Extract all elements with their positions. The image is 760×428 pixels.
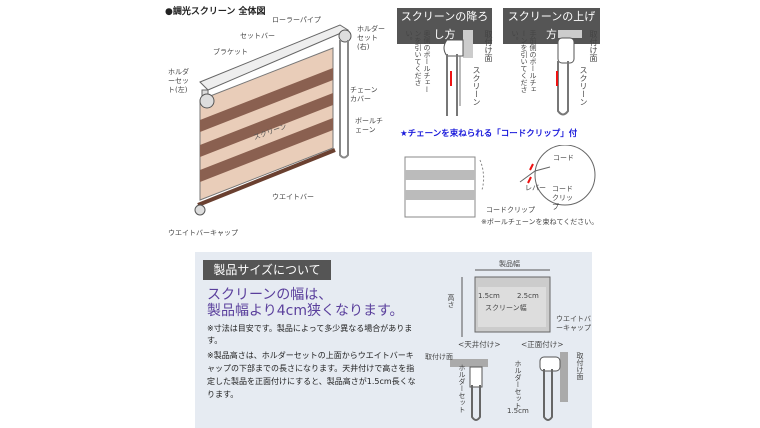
screen-fabric	[199, 47, 334, 201]
size-panel: 製品サイズについて スクリーンの幅は、 製品幅より4cm狭くなります。 ※寸法は…	[195, 252, 592, 428]
clip-cord-clip-label: コードクリップ	[486, 206, 535, 214]
dim-weight-cap: ウエイトバーキャップ	[556, 315, 591, 332]
mount-surface-2: 取付け面	[576, 352, 584, 380]
dim-height: 高さ	[447, 294, 455, 308]
ceiling-mount-label: <天井付け>	[458, 340, 501, 349]
label-weight-bar: ウエイトバー	[272, 193, 314, 201]
holder-set-2: ホルダーセット	[514, 360, 522, 409]
size-header: 製品サイズについて	[203, 260, 331, 280]
lower-screen-label: スクリーン	[472, 66, 481, 106]
dim-left-gap: 1.5cm	[478, 292, 500, 300]
label-roller-pipe: ローラーパイプ	[272, 16, 321, 24]
label-holder-left: ホルダーセット(左)	[168, 68, 189, 94]
raise-header: スクリーンの上げ方	[503, 8, 600, 44]
size-diagram	[450, 269, 568, 421]
label-set-bar: セットバー	[240, 32, 275, 40]
lower-header: スクリーンの降ろし方	[397, 8, 492, 44]
dim-product-width: 製品幅	[499, 260, 520, 268]
raise-mount-label: 取付け面	[589, 30, 598, 62]
label-holder-right: ホルダーセット(右)	[357, 25, 385, 51]
holder-set-1: ホルダーセット	[458, 364, 466, 413]
dim-screen-width: スクリーン幅	[485, 304, 527, 312]
cord-clip-illustration	[404, 145, 596, 218]
offset-label: 1.5cm	[507, 407, 529, 415]
ball-chain	[339, 40, 349, 159]
clip-lever-label: レバー	[525, 184, 546, 192]
lower-instruction: 奥側のボールチェーンを引いてください。	[405, 30, 431, 93]
size-note-2: ※製品高さは、ホルダーセットの上面からウエイトバーキャップの下部までの長さになり…	[207, 351, 416, 399]
weight-bar	[197, 148, 336, 207]
front-mount-label: <正面付け>	[521, 340, 564, 349]
weight-cap	[194, 204, 206, 216]
label-ball-chain: ボールチェーン	[355, 117, 383, 134]
raise-instruction: 手前側のボールチェーンを引いてください。	[511, 30, 537, 93]
clip-note: ※ボールチェーンを束ねてください。	[481, 218, 599, 226]
lower-mount-label: 取付け面	[484, 30, 493, 62]
holder-left	[199, 93, 215, 109]
size-note-1: ※寸法は目安です。製品によって多少異なる場合があります。	[207, 324, 413, 345]
size-headline-1: スクリーンの幅は、	[207, 287, 333, 303]
blind-illustration	[194, 24, 352, 216]
clip-title: ★チェーンを束ねられる「コードクリップ」付	[400, 129, 578, 139]
holder-right	[338, 29, 352, 43]
label-chain-cover: チェーンカバー	[350, 86, 378, 103]
clip-cord-label: コード	[553, 154, 574, 162]
label-bracket: ブラケット	[213, 48, 248, 56]
raise-screen-label: スクリーン	[579, 66, 588, 106]
chain-diagrams	[443, 30, 582, 116]
overview-title: ●調光スクリーン 全体図	[165, 7, 266, 17]
set-bar	[199, 24, 350, 91]
mount-surface-1: 取付け面	[425, 353, 453, 361]
label-weight-cap: ウエイトバーキャップ	[168, 229, 238, 237]
clip-detail-label: コードクリップ	[552, 185, 573, 211]
size-headline-2: 製品幅より4cm狭くなります。	[207, 303, 404, 319]
dim-right-gap: 2.5cm	[517, 292, 539, 300]
